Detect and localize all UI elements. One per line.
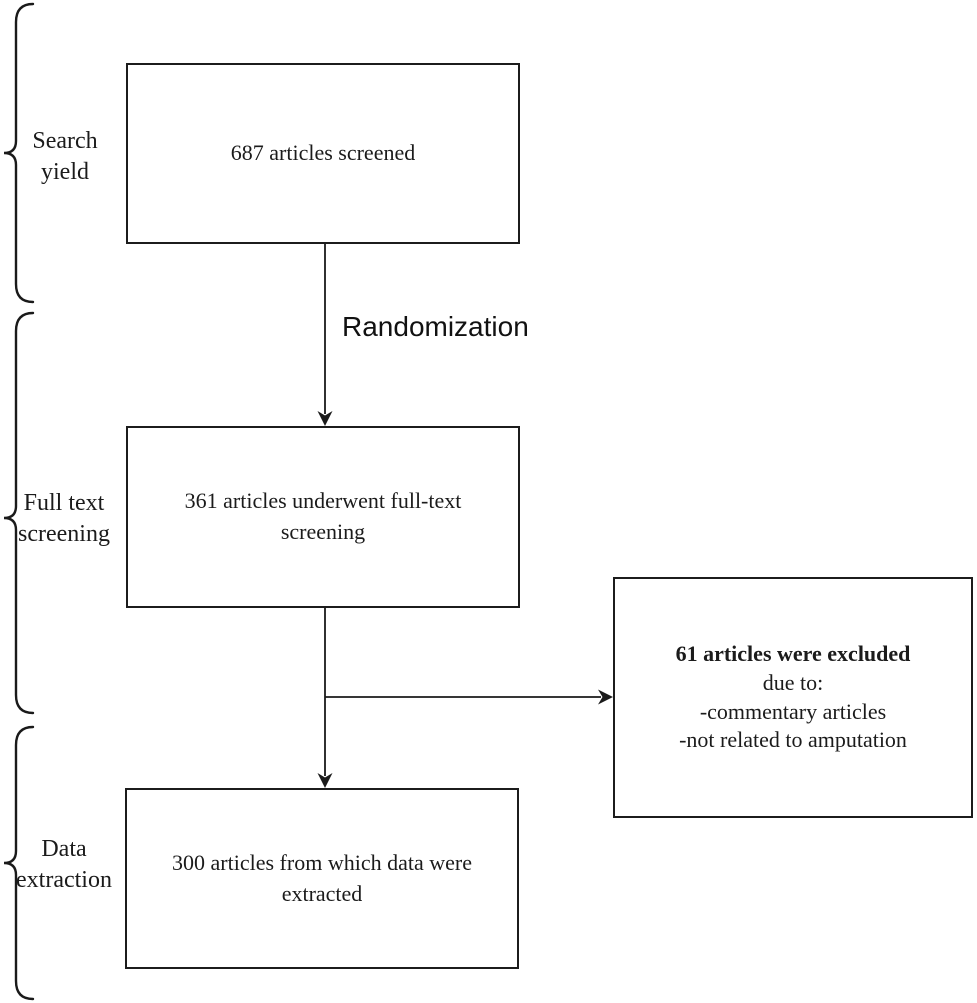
box-data-extracted: 300 articles from which data were extrac…: [125, 788, 519, 969]
excluded-title: 61 articles were excluded: [675, 641, 911, 667]
box-articles-excluded-text: 61 articles were excluded due to: -comme…: [623, 640, 963, 754]
arrowhead-screened-to-fulltext: [317, 411, 333, 426]
randomization-label: Randomization: [342, 311, 529, 342]
box-fulltext-screening: 361 articles underwent full-text screeni…: [126, 426, 520, 608]
stage-label-full-text-screening: Full text screening: [18, 490, 110, 547]
excluded-due-to: due to:: [762, 669, 824, 695]
box-data-extracted-text: 300 articles from which data were extrac…: [172, 849, 472, 906]
stage-label-data-extraction: Data extraction: [16, 836, 112, 893]
box-fulltext-screening-text: 361 articles underwent full-text screeni…: [184, 488, 462, 544]
box-articles-screened: 687 articles screened: [126, 63, 520, 244]
excluded-reason-commentary: -commentary articles: [699, 698, 887, 724]
excluded-reason-not-related: -not related to amputation: [679, 727, 907, 753]
arrowhead-fulltext-to-extracted: [317, 773, 333, 788]
stage-label-search-yield: Search yield: [32, 128, 98, 185]
box-articles-excluded: 61 articles were excluded due to: -comme…: [613, 577, 973, 818]
arrowhead-branch-to-excluded: [598, 689, 613, 705]
box-articles-screened-text: 687 articles screened: [230, 140, 416, 166]
